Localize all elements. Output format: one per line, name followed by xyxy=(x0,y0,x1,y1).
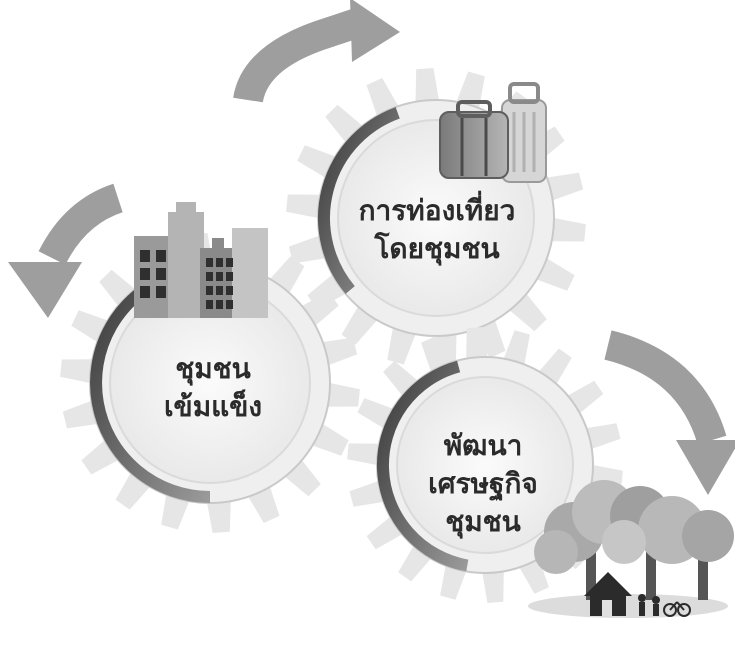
gear-economy xyxy=(347,327,623,603)
gear-label-line: การท่องเที่ยว xyxy=(358,194,516,227)
gear-label-line: โดยชุมชน xyxy=(374,232,500,265)
building-window xyxy=(206,300,213,309)
cycle-arrow-top xyxy=(233,0,400,104)
building-window xyxy=(206,272,213,281)
building-window xyxy=(206,258,213,267)
gear-dark-ring xyxy=(376,360,469,572)
building-window xyxy=(216,258,223,267)
building-window xyxy=(156,250,166,262)
building-window xyxy=(216,300,223,309)
gear-label-line: พัฒนา xyxy=(443,429,523,462)
building-window xyxy=(216,272,223,281)
gear-label-tourism: การท่องเที่ยว โดยชุมชน xyxy=(352,192,522,268)
gear-center xyxy=(396,376,574,554)
building-window xyxy=(140,286,150,298)
gear-label-line: ชุมชน xyxy=(175,352,251,385)
gear-label-line: เข้มแข็ง xyxy=(163,390,263,423)
cycle-arrow-right xyxy=(604,330,735,495)
luggage-icon xyxy=(439,82,547,183)
gear-label-economy: พัฒนา เศรษฐกิจ ชุมชน xyxy=(408,427,558,541)
building-window xyxy=(216,286,223,295)
building-window xyxy=(206,286,213,295)
gear-label-line: เศรษฐกิจ xyxy=(428,467,538,500)
building-window xyxy=(156,268,166,280)
gear-label-line: ชุมชน xyxy=(445,505,521,538)
gear-dark-ring xyxy=(90,270,211,503)
building-window xyxy=(140,268,150,280)
building-window xyxy=(226,286,233,295)
village-trees-house-icon xyxy=(528,480,734,618)
cycle-arrow-left xyxy=(8,183,124,318)
city-buildings-icon xyxy=(134,202,268,318)
building-window xyxy=(226,300,233,309)
building-windows xyxy=(140,250,233,309)
gear-label-community: ชุมชน เข้มแข็ง xyxy=(128,350,298,426)
building-window xyxy=(226,258,233,267)
gear-dark-ring xyxy=(318,107,400,294)
building-window xyxy=(140,250,150,262)
building-window xyxy=(156,286,166,298)
building-window xyxy=(226,272,233,281)
